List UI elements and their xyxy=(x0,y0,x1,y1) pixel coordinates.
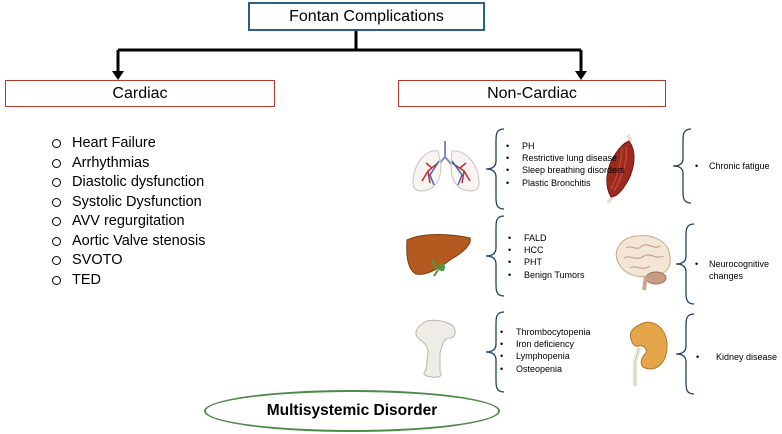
list-item: Restrictive lung disease xyxy=(506,152,628,164)
muscle-brace xyxy=(672,128,692,204)
non-cardiac-label: Non-Cardiac xyxy=(487,84,577,102)
bone-complications-list: Thrombocytopenia Iron deficiency Lymphop… xyxy=(500,326,618,375)
list-item: PH xyxy=(506,140,628,152)
list-item: Arrhythmias xyxy=(52,154,206,174)
list-item: Osteopenia xyxy=(500,363,618,375)
list-item: Lymphopenia xyxy=(500,350,618,362)
list-item: PHT xyxy=(508,256,618,268)
lungs-brace xyxy=(485,128,505,210)
muscle-complication: • Chronic fatigue xyxy=(695,160,780,172)
non-cardiac-category-box: Non-Cardiac xyxy=(398,80,666,107)
list-item: Iron deficiency xyxy=(500,338,618,350)
list-item: TED xyxy=(52,271,206,291)
multisystemic-disorder-label: Multisystemic Disorder xyxy=(266,402,438,419)
list-item: AVV regurgitation xyxy=(52,212,206,232)
kidney-complication-text: Kidney disease xyxy=(716,352,778,362)
list-item: Thrombocytopenia xyxy=(500,326,618,338)
lungs-complications-list: PH Restrictive lung disease Sleep breath… xyxy=(506,140,628,189)
liver-brace xyxy=(485,215,505,297)
list-item: Heart Failure xyxy=(52,134,206,154)
cardiac-complications-list: Heart Failure Arrhythmias Diastolic dysf… xyxy=(52,134,206,290)
cardiac-label: Cardiac xyxy=(112,84,168,102)
brain-complication-text: Neurocognitive changes xyxy=(709,259,770,281)
list-item: Diastolic dysfunction xyxy=(52,173,206,193)
liver-complications-list: FALD HCC PHT Benign Tumors xyxy=(508,232,618,281)
kidney-brace xyxy=(675,313,695,395)
list-item: Aortic Valve stenosis xyxy=(52,232,206,252)
liver-icon xyxy=(406,234,471,277)
list-item: Benign Tumors xyxy=(508,269,618,281)
bone-brace xyxy=(485,311,505,393)
bone-icon xyxy=(415,319,456,378)
kidney-icon xyxy=(630,321,668,386)
list-item: SVOTO xyxy=(52,251,206,271)
list-item: Systolic Dysfunction xyxy=(52,193,206,213)
list-item: Plastic Bronchitis xyxy=(506,177,628,189)
diagram-title-box: Fontan Complications xyxy=(248,2,485,31)
cardiac-category-box: Cardiac xyxy=(5,80,275,107)
muscle-complication-text: Chronic fatigue xyxy=(709,161,770,171)
list-item: HCC xyxy=(508,244,618,256)
list-item: Sleep breathing disorders xyxy=(506,164,628,176)
list-item: FALD xyxy=(508,232,618,244)
brain-complication: • Neurocognitive changes xyxy=(695,258,775,282)
multisystemic-disorder-ellipse: Multisystemic Disorder xyxy=(204,390,500,432)
brain-icon xyxy=(615,235,671,291)
diagram-title: Fontan Complications xyxy=(289,7,444,25)
brain-brace xyxy=(675,223,695,305)
lungs-icon xyxy=(412,141,480,192)
kidney-complication: • Kidney disease xyxy=(696,351,780,363)
